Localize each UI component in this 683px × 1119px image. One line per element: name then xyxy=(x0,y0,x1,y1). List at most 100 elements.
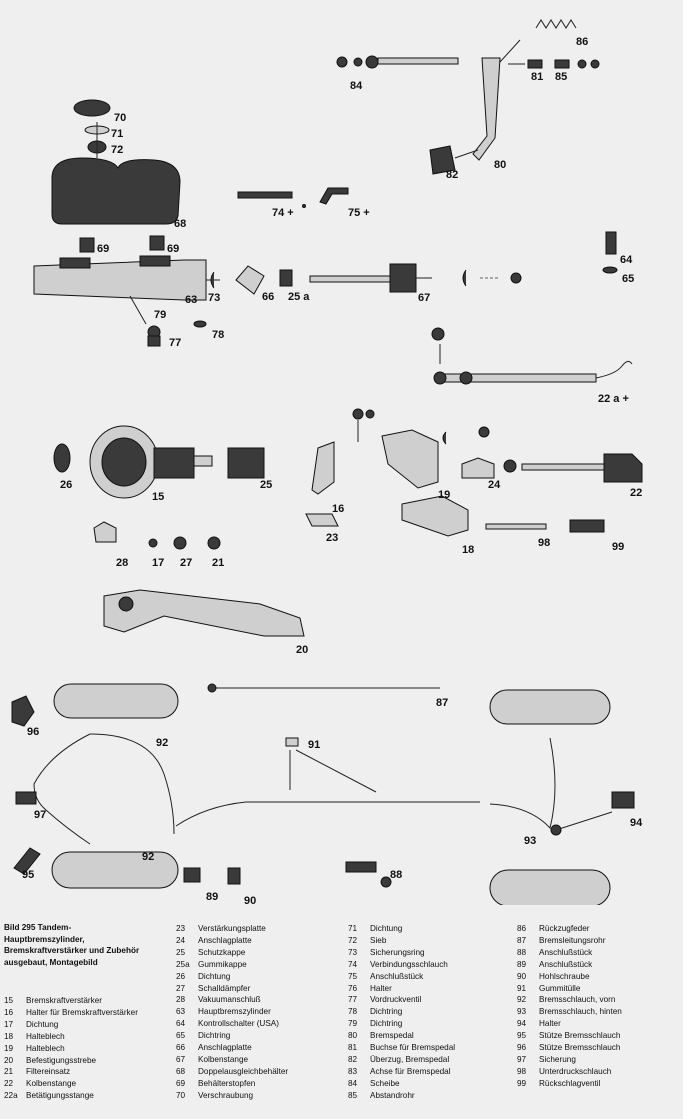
callout: 80 xyxy=(494,159,506,171)
callout: 15 xyxy=(152,491,164,503)
legend-text: Dichtung xyxy=(198,971,231,981)
legend-number: 91 xyxy=(517,983,527,993)
legend-text: Behälterstopfen xyxy=(198,1078,256,1088)
legend-text: Filtereinsatz xyxy=(26,1067,71,1077)
hose-group xyxy=(237,187,349,208)
legend-number: 64 xyxy=(176,1019,186,1029)
legend-number: 97 xyxy=(517,1054,527,1064)
legend-number: 84 xyxy=(348,1078,358,1088)
legend-number: 65 xyxy=(176,1031,186,1041)
master-cylinder-group xyxy=(33,231,618,347)
callout: 69 xyxy=(167,243,179,255)
legend-number: 77 xyxy=(348,995,358,1005)
legend-text: Bremskraftverstärker xyxy=(26,996,102,1005)
legend-number: 66 xyxy=(176,1043,186,1053)
legend-number: 70 xyxy=(176,1090,186,1100)
legend-number: 78 xyxy=(348,1007,358,1017)
callout: 69 xyxy=(97,243,109,255)
legend-row: 67 Kolbenstange xyxy=(176,1054,288,1066)
legend-number: 72 xyxy=(348,935,358,945)
legend-row: 92 Bremsschlauch, vorn xyxy=(517,994,622,1006)
legend-number: 19 xyxy=(4,1043,14,1053)
legend-text: Gummikappe xyxy=(198,959,247,969)
legend-number: 76 xyxy=(348,983,358,993)
callout: 98 xyxy=(538,537,550,549)
legend-text: Bremsschlauch, vorn xyxy=(539,995,616,1005)
legend-number: 27 xyxy=(176,983,186,993)
legend-number: 80 xyxy=(348,1031,358,1041)
legend-number: 67 xyxy=(176,1054,186,1064)
legend-text: Dichtring xyxy=(370,1019,403,1029)
legend-text: Abstandrohr xyxy=(370,1090,415,1100)
legend-text: Buchse für Bremspedal xyxy=(370,1043,456,1053)
legend-text: Rückschlagventil xyxy=(539,1078,601,1088)
legend-number: 63 xyxy=(176,1007,186,1017)
legend-row: 77 Vordruckventil xyxy=(348,994,455,1006)
brake-line-layout xyxy=(11,683,635,905)
legend-text: Stütze Bremsschlauch xyxy=(539,1043,621,1053)
callout: 64 xyxy=(620,254,633,266)
legend-text: Bremspedal xyxy=(370,1031,414,1041)
legend-text: Kolbenstange xyxy=(198,1054,249,1064)
legend-text: Verstärkungsplatte xyxy=(198,924,266,933)
legend-text: Bremsschlauch, hinten xyxy=(539,1007,622,1017)
legend-text: Schalldämpfer xyxy=(198,983,251,993)
legend-number: 22a xyxy=(4,1091,18,1101)
legend-text: Anschlagplatte xyxy=(198,935,252,945)
callout: 81 xyxy=(531,71,543,83)
legend-number: 92 xyxy=(517,995,527,1005)
legend-number: 28 xyxy=(176,995,186,1005)
callout: 23 xyxy=(326,532,338,544)
callout: 97 xyxy=(34,809,46,821)
legend-number: 16 xyxy=(4,1007,14,1017)
legend-text: Bremsleitungsrohr xyxy=(539,935,606,945)
callout: 99 xyxy=(612,541,624,553)
callout: 71 xyxy=(111,128,123,140)
legend-number: 69 xyxy=(176,1078,186,1088)
legend-text: Schutzkappe xyxy=(198,947,246,957)
legend-number: 86 xyxy=(517,924,527,933)
callout: 77 xyxy=(169,337,181,349)
callout: 24 xyxy=(488,479,501,491)
legend-text: Befestigungsstrebe xyxy=(26,1055,97,1065)
callout: 75 + xyxy=(348,207,370,219)
callout: 88 xyxy=(390,869,402,881)
callout: 27 xyxy=(180,557,192,569)
brake-booster-group xyxy=(53,425,265,550)
legend-number: 15 xyxy=(4,996,14,1005)
legend-text: Sicherung xyxy=(539,1054,576,1064)
legend-text: Halter für Bremskraftverstärker xyxy=(26,1007,138,1017)
callout: 85 xyxy=(555,71,567,83)
legend-row: 80 Bremspedal xyxy=(348,1030,455,1042)
legend-number: 98 xyxy=(517,1066,527,1076)
figure-caption: Bild 295 Tandem-Hauptbremszylinder, Brem… xyxy=(4,923,140,967)
legend-row: 69 Behälterstopfen xyxy=(176,1078,288,1090)
legend-text: Vordruckventil xyxy=(370,995,422,1005)
legend-text: Hohlschraube xyxy=(539,971,590,981)
legend-text: Dichtring xyxy=(370,1007,403,1017)
